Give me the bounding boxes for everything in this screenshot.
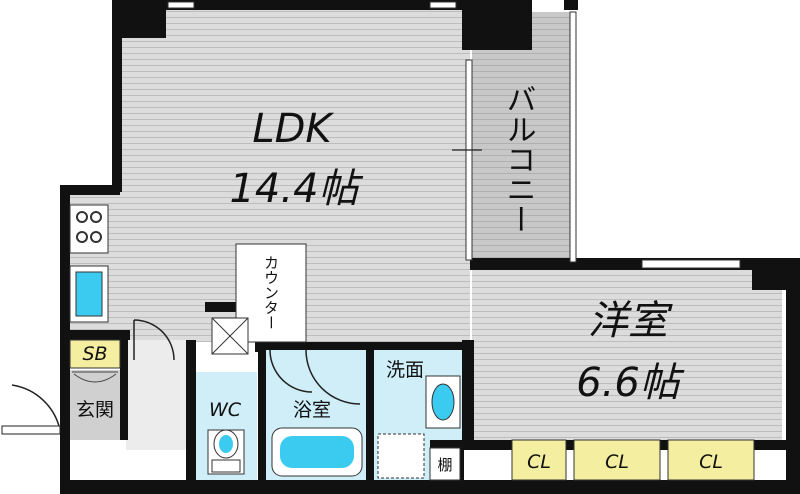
shelf <box>429 447 461 481</box>
bathtub <box>271 427 363 477</box>
closets <box>511 439 755 481</box>
wash-basin <box>425 375 461 429</box>
shoe-box <box>69 339 121 369</box>
kitchen-sink <box>69 265 109 323</box>
western-room-size: 6.6帖 <box>576 360 685 406</box>
entrance-label: 玄関 <box>76 399 114 421</box>
balcony-floor <box>472 12 572 268</box>
ldk-size: 14.4帖 <box>229 166 363 212</box>
pipe-shaft <box>211 317 249 355</box>
closet-label-1: CL <box>527 451 551 473</box>
entrance-step <box>72 371 118 383</box>
bath-label: 浴室 <box>293 399 331 421</box>
hall-floor <box>126 340 186 450</box>
toilet <box>207 429 245 475</box>
closet-label-2: CL <box>605 451 629 473</box>
balcony-rail <box>569 11 577 263</box>
closet-label-3: CL <box>699 451 723 473</box>
western-room-floor <box>472 268 782 440</box>
wc-label: WC <box>209 399 242 421</box>
windows <box>167 1 741 269</box>
balcony-label: バルコニー <box>501 84 536 234</box>
washroom-label: 洗面 <box>386 359 424 381</box>
entrance-door-leaf <box>1 425 61 435</box>
shelf-label: 棚 <box>437 456 452 474</box>
kitchen-stove <box>69 204 109 254</box>
washing-machine <box>377 433 425 479</box>
western-room-name: 洋室 <box>588 298 673 344</box>
counter-label: カウンター <box>262 255 280 330</box>
shoe-box-label: SB <box>82 343 107 365</box>
ldk-name: LDK <box>252 106 334 152</box>
